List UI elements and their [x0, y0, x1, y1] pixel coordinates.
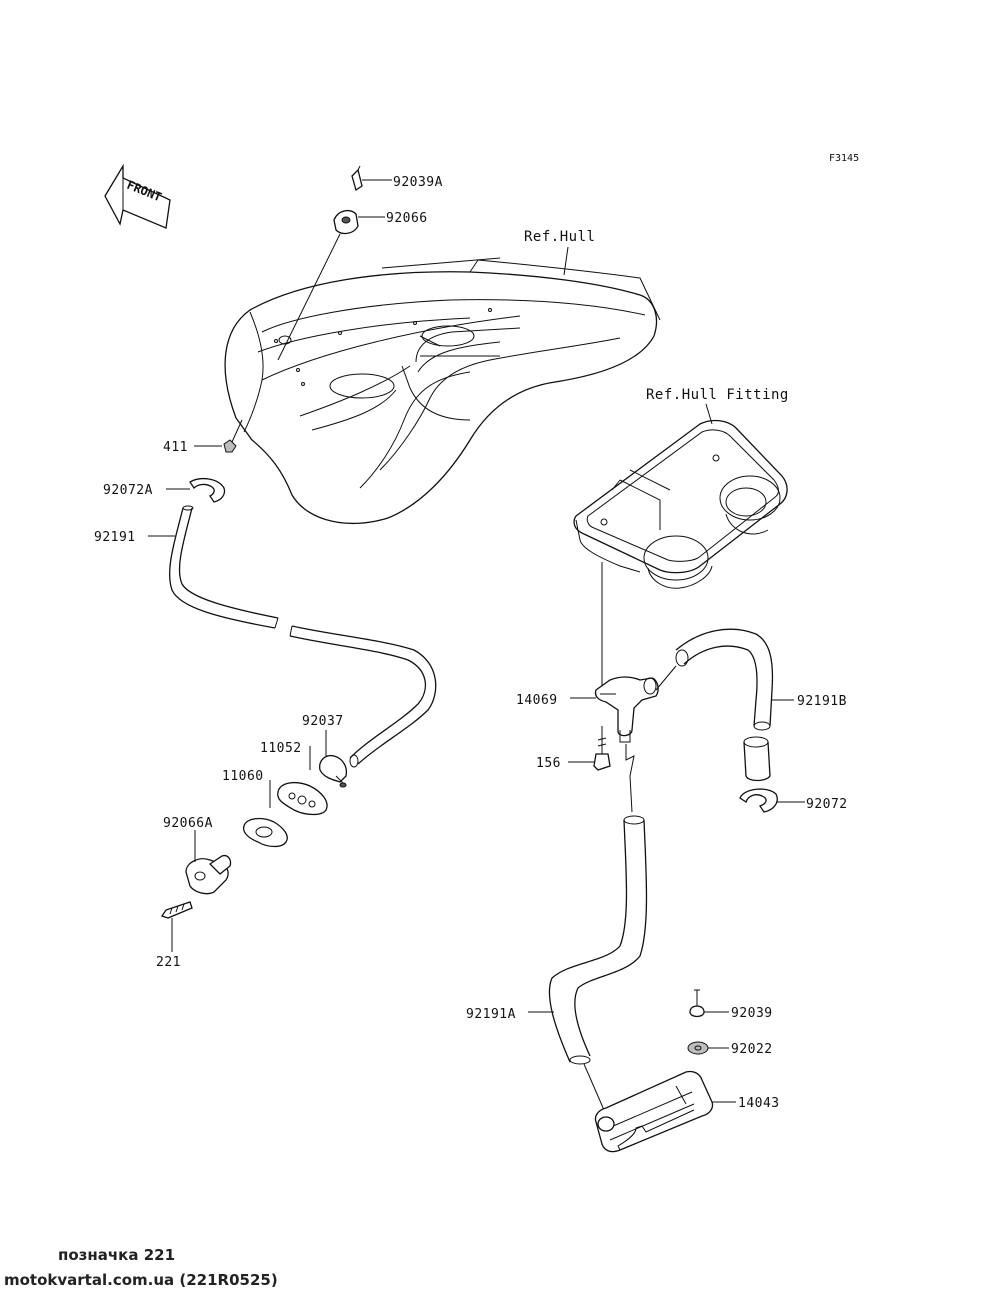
- part-92072A: [189, 477, 226, 503]
- front-arrow-icon: FRONT: [104, 163, 171, 229]
- label-14069: 14069: [516, 693, 558, 708]
- label-92039A: 92039A: [393, 175, 443, 190]
- part-92191B-hose: [655, 628, 774, 782]
- label-14043: 14043: [738, 1096, 780, 1111]
- footer-caption: позначка 221: [58, 1246, 176, 1264]
- front-label: FRONT: [125, 178, 164, 205]
- part-92191A-hose: [548, 815, 648, 1065]
- part-92022: [687, 1041, 709, 1055]
- label-411: 411: [163, 440, 188, 455]
- ref-hull-label: Ref.Hull: [524, 229, 595, 245]
- part-14043: [594, 1070, 714, 1153]
- footer-source: motokvartal.com.ua (221R0525): [4, 1271, 278, 1289]
- label-11052: 11052: [260, 741, 302, 756]
- part-92039A: [351, 165, 363, 192]
- label-92039: 92039: [731, 1006, 773, 1021]
- part-92039: [689, 989, 705, 1018]
- label-92066: 92066: [386, 211, 428, 226]
- part-156: [593, 726, 611, 771]
- ref-hull-fitting-label: Ref.Hull Fitting: [646, 387, 789, 403]
- figure-code: F3145: [829, 153, 859, 164]
- part-14069: [594, 676, 659, 743]
- label-92072: 92072: [806, 797, 848, 812]
- hull-outline: [224, 257, 661, 525]
- label-92022: 92022: [731, 1042, 773, 1057]
- label-92191B: 92191B: [797, 694, 847, 709]
- label-92072A: 92072A: [103, 483, 153, 498]
- part-411: [223, 439, 237, 453]
- label-156: 156: [536, 756, 561, 771]
- label-221: 221: [156, 955, 181, 970]
- part-92072: [739, 788, 778, 813]
- label-92066A: 92066A: [163, 816, 213, 831]
- label-92191: 92191: [94, 530, 136, 545]
- label-92191A: 92191A: [466, 1007, 516, 1022]
- part-11060: [242, 817, 288, 848]
- part-92066: [333, 209, 359, 235]
- part-92037: [319, 754, 348, 788]
- part-221: [160, 901, 193, 919]
- label-11060: 11060: [222, 769, 264, 784]
- part-92191-hose: [169, 505, 437, 768]
- label-92037: 92037: [302, 714, 344, 729]
- part-92066A: [185, 854, 232, 895]
- hull-fitting-tray: [573, 419, 788, 589]
- part-11052: [277, 781, 328, 816]
